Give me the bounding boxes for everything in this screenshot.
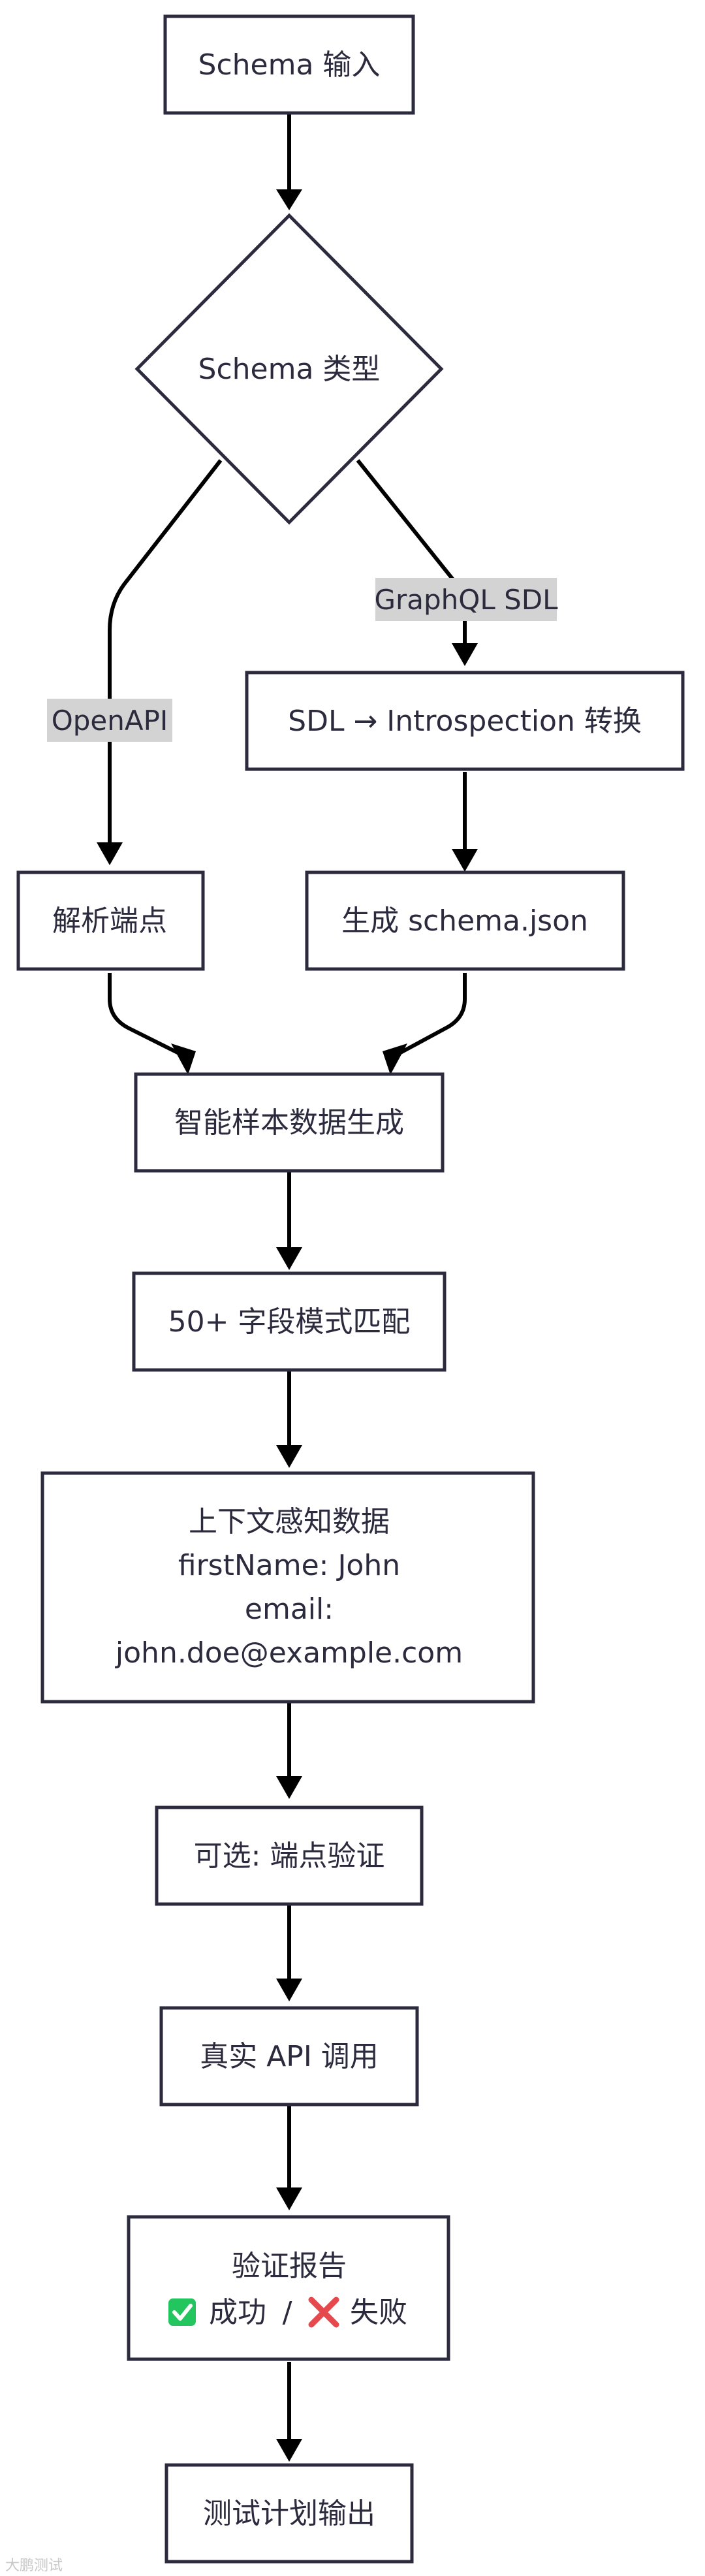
arrowhead-context-to-optional bbox=[276, 1776, 302, 1799]
node-field-match-label: 50+ 字段模式匹配 bbox=[168, 1305, 411, 1339]
node-schema-input-label: Schema 输入 bbox=[198, 48, 381, 82]
cross-mark-icon bbox=[308, 2297, 339, 2328]
arrowhead-smart-to-field bbox=[276, 1247, 302, 1270]
node-report-title: 验证报告 bbox=[232, 2250, 347, 2283]
edge-parse-to-smart bbox=[108, 973, 183, 1057]
arrowhead-input-to-type bbox=[276, 189, 302, 210]
node-context-line3: john.doe@example.com bbox=[115, 1636, 463, 1670]
watermark: 大鹏测试 bbox=[5, 2558, 63, 2574]
node-sdl-convert: SDL → Introspection 转换 bbox=[245, 671, 685, 771]
node-smart-sample-label: 智能样本数据生成 bbox=[174, 1106, 404, 1139]
arrowhead-parse-to-smart bbox=[171, 1043, 196, 1075]
node-optional-validate-label: 可选: 端点验证 bbox=[194, 1839, 385, 1873]
watermark-text: 大鹏测试 bbox=[5, 2558, 63, 2574]
node-gen-schema-json-label: 生成 schema.json bbox=[341, 904, 588, 938]
report-fail-label: 失败 bbox=[350, 2296, 407, 2329]
arrowhead-optional-to-api bbox=[276, 1979, 302, 2001]
arrowheads bbox=[97, 189, 478, 2462]
nodes: Schema 输入 Schema 类型 SDL → Introspection … bbox=[16, 14, 685, 2564]
arrowhead-gen-to-smart bbox=[383, 1043, 407, 1075]
report-success-label: 成功 bbox=[209, 2296, 266, 2329]
node-context-data: 上下文感知数据 firstName: John email: john.doe@… bbox=[40, 1471, 535, 1704]
node-context-line1: firstName: John bbox=[178, 1549, 400, 1582]
edge-gen-to-smart bbox=[396, 973, 467, 1057]
node-parse-endpoints-label: 解析端点 bbox=[52, 904, 167, 938]
node-parse-endpoints: 解析端点 bbox=[16, 870, 205, 971]
node-schema-input: Schema 输入 bbox=[163, 14, 415, 115]
node-real-api: 真实 API 调用 bbox=[159, 2006, 419, 2107]
node-sdl-convert-label: SDL → Introspection 转换 bbox=[288, 705, 642, 738]
node-context-title: 上下文感知数据 bbox=[189, 1505, 390, 1538]
node-context-line2: email: bbox=[245, 1593, 334, 1626]
node-gen-schema-json: 生成 schema.json bbox=[305, 870, 625, 971]
arrowhead-sdl-to-gen bbox=[452, 849, 478, 872]
edge-label-graphql-text: GraphQL SDL bbox=[374, 584, 558, 616]
edge-label-openapi-bg bbox=[47, 699, 172, 742]
arrowhead-api-to-report bbox=[276, 2187, 302, 2210]
edge-label-graphql-bg bbox=[375, 578, 557, 621]
arrowhead-type-to-parse bbox=[97, 842, 123, 865]
arrowhead-report-to-plan bbox=[276, 2439, 302, 2462]
edge-label-openapi: OpenAPI bbox=[47, 699, 172, 742]
node-optional-validate: 可选: 端点验证 bbox=[155, 1805, 424, 1906]
report-status-line: 成功 / 失败 bbox=[168, 2296, 407, 2329]
check-mark-icon bbox=[168, 2298, 196, 2326]
edge-type-to-parse bbox=[108, 459, 223, 842]
edge-label-openapi-text: OpenAPI bbox=[52, 705, 168, 737]
node-real-api-label: 真实 API 调用 bbox=[200, 2040, 379, 2073]
node-test-plan-label: 测试计划输出 bbox=[203, 2497, 375, 2530]
node-schema-type: Schema 类型 bbox=[134, 213, 444, 525]
node-schema-type-label: Schema 类型 bbox=[198, 353, 381, 386]
edge-label-graphql: GraphQL SDL bbox=[374, 578, 558, 621]
report-separator: / bbox=[283, 2296, 292, 2329]
arrowhead-field-to-context bbox=[276, 1445, 302, 1468]
node-smart-sample: 智能样本数据生成 bbox=[134, 1072, 445, 1173]
node-test-plan: 测试计划输出 bbox=[164, 2463, 414, 2564]
arrowhead-type-to-sdl bbox=[452, 643, 478, 666]
node-validation-report: 验证报告 bbox=[127, 2215, 450, 2361]
node-field-match: 50+ 字段模式匹配 bbox=[132, 1271, 446, 1372]
